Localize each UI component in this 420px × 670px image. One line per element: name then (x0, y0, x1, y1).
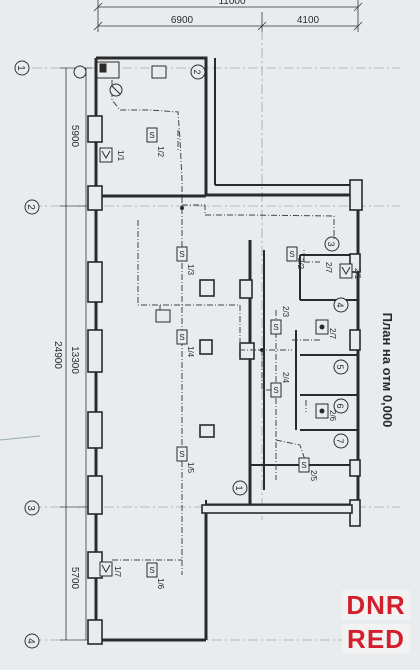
label-2-3: 2/3 (281, 306, 290, 318)
room-number-5: 5 (335, 364, 345, 369)
room-number-7: 7 (335, 438, 345, 443)
switch-1-5 (176, 446, 188, 462)
fixture-symbols (73, 61, 353, 577)
switch-1-2 (146, 127, 158, 143)
axis-bubble-3 (24, 500, 40, 516)
svg-text:S: S (179, 450, 184, 459)
inner-partitions (205, 58, 358, 505)
dim-top-right: 4100 (297, 15, 320, 26)
room-bubble-5 (333, 359, 349, 375)
top-dimension-lines (93, 0, 363, 32)
label-1-6: 1/6 (156, 578, 165, 590)
wall-pilasters (87, 115, 363, 645)
room-number-2: 2 (192, 69, 202, 74)
label-2-6: 2/6 (328, 410, 337, 422)
svg-text:S: S (149, 131, 154, 140)
junction-dots (180, 206, 264, 352)
fixture-labels: 1/1 1/2 1/3 1/4 1/5 1/6 1/7 2/1 2/2 2/3 … (113, 146, 362, 590)
label-1-1: 1/1 (116, 150, 125, 162)
switch-1-3 (176, 246, 188, 262)
label-1-4: 1/4 (186, 346, 195, 358)
label-2-1: 2/1 (353, 268, 362, 280)
fixture-1-1 (99, 147, 113, 163)
watermark-line-2: RED (342, 624, 410, 654)
room-number-3: 3 (326, 241, 336, 246)
room-bubble-7 (333, 433, 349, 449)
svg-text:S: S (179, 333, 184, 342)
watermark-logo: DNR RED (342, 590, 410, 658)
room-number-1: 1 (234, 485, 244, 490)
watermark-line-1: DNR (342, 590, 410, 620)
switch-2-3 (270, 319, 282, 335)
page-crease (0, 435, 41, 441)
svg-text:S: S (289, 250, 294, 259)
svg-text:S: S (273, 386, 278, 395)
label-1-5: 1/5 (186, 462, 195, 474)
switch-2-5 (298, 457, 310, 473)
fixture-1-7 (99, 561, 113, 577)
grid-axis-bubbles (14, 60, 40, 649)
axis-label-1: 1 (15, 65, 26, 71)
equipment-middle (155, 309, 171, 323)
svg-text:S: S (273, 323, 278, 332)
room-bubble-4 (333, 297, 349, 313)
switch-symbols (146, 127, 310, 578)
room-number-6: 6 (335, 403, 345, 408)
meter-symbol (73, 65, 87, 79)
axis-bubble-4 (24, 633, 40, 649)
room-bubble-1 (232, 480, 248, 496)
svg-text:S: S (301, 461, 306, 470)
axis-label-2: 2 (25, 204, 36, 210)
plan-title: План на отм 0,000 (380, 313, 395, 428)
dim-left-middle: 13300 (69, 346, 80, 374)
dim-left-lower: 5700 (69, 567, 80, 590)
axis-label-3: 3 (25, 505, 36, 511)
label-2-2: 2/2 (296, 258, 305, 270)
label-2-5: 2/5 (309, 470, 318, 482)
dim-left-total: 24900 (52, 341, 63, 369)
switch-2-2 (286, 246, 298, 262)
room-bubbles (190, 64, 349, 496)
label-2-7: 2/7 (328, 328, 337, 340)
equipment-top (151, 65, 167, 79)
switch-1-4 (176, 329, 188, 345)
label-1-2: 1/2 (156, 146, 165, 158)
room-bubble-2 (190, 64, 206, 80)
svg-text:S: S (179, 250, 184, 259)
room-bubble-6 (333, 398, 349, 414)
room-bubble-3 (324, 236, 340, 252)
label-1-7: 1/7 (113, 566, 122, 578)
dim-left-upper: 5900 (69, 125, 80, 148)
room-number-4: 4 (335, 302, 345, 307)
dim-top-total: 11000 (218, 0, 246, 7)
axis-bubble-2 (24, 199, 40, 215)
label-1-3: 1/3 (186, 264, 195, 276)
switch-marks: S S S S S S S S S (149, 131, 306, 575)
fixture-2-1 (339, 263, 353, 279)
label-2-4: 2/4 (281, 372, 290, 384)
label-2-7-top: 2/7 (324, 262, 333, 274)
switch-1-6 (146, 562, 158, 578)
dim-top-left: 6900 (171, 15, 194, 26)
switch-2-4 (270, 382, 282, 398)
svg-text:S: S (149, 566, 154, 575)
axis-bubble-1 (14, 60, 30, 76)
axis-label-4: 4 (25, 638, 36, 644)
